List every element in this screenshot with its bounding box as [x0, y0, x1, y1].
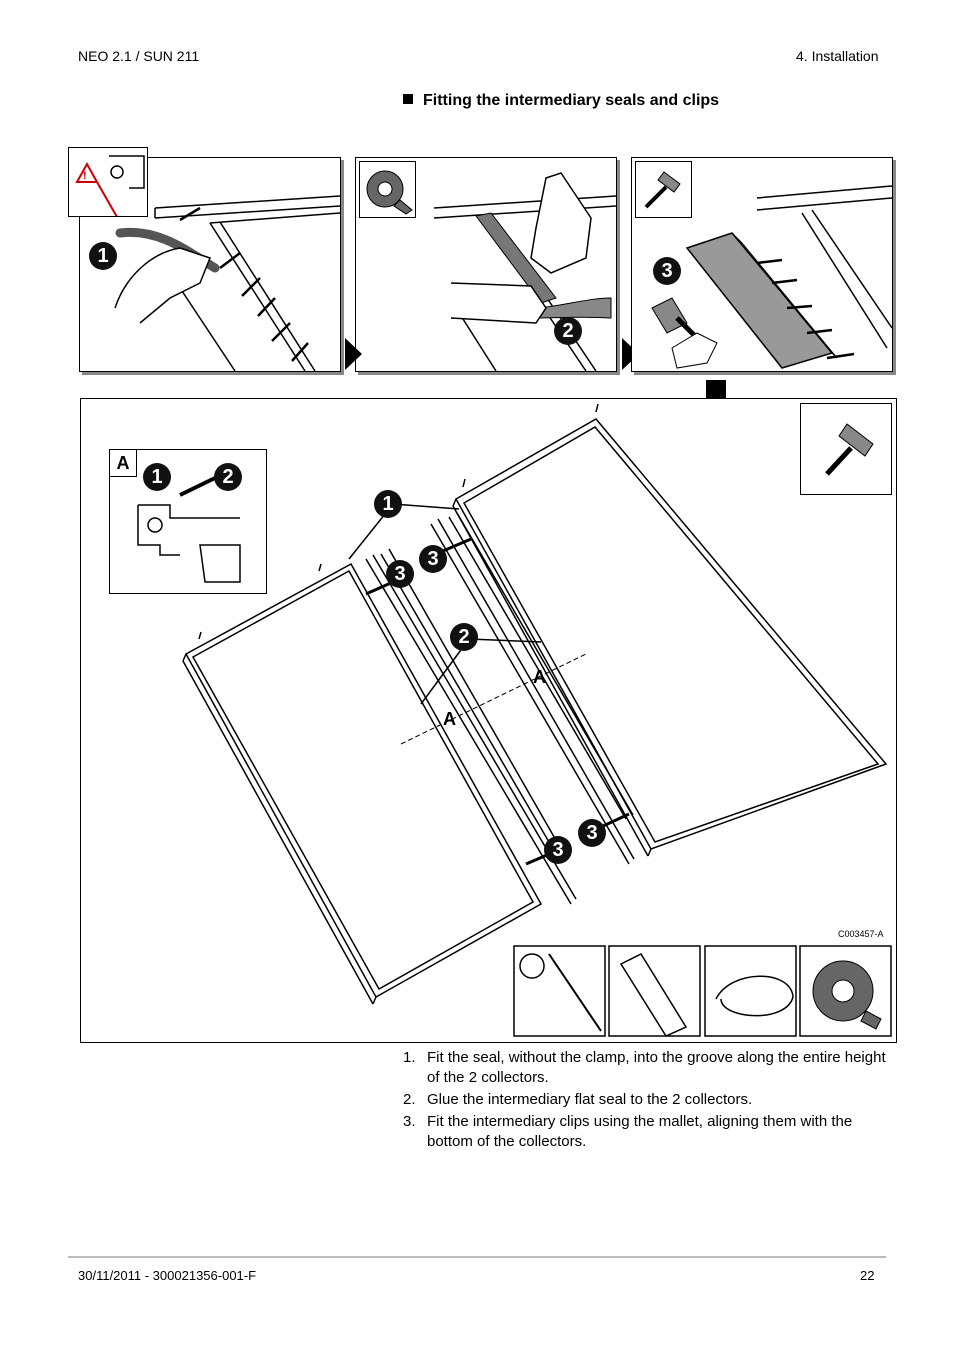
- list-item: 2.Glue the intermediary flat seal to the…: [403, 1091, 753, 1108]
- figure-code: C003457-A: [838, 929, 884, 939]
- clip-strip-icon: [548, 953, 602, 1032]
- warning-detail-drawing: !: [75, 155, 145, 216]
- main-figure-panel: A 1 2 1 3 3 2 A A 3 3 C003457-A: [80, 398, 897, 1043]
- callout-2: 2: [214, 463, 242, 491]
- section-title-text: Fitting the intermediary seals and clips: [423, 92, 720, 109]
- list-item: 1.Fit the seal, without the clamp, into …: [403, 1049, 886, 1086]
- detail-a-label: A: [110, 450, 137, 477]
- flat-seal-icon: [619, 953, 688, 1037]
- mallet-inset: [635, 161, 692, 218]
- section-a-label: A: [533, 667, 546, 687]
- footer-divider: [68, 1256, 886, 1258]
- page-number: 22: [860, 1268, 875, 1283]
- step1-illustration: [114, 195, 340, 371]
- instruction-steps: 1.Fit the seal, without the clamp, into …: [403, 1048, 893, 1154]
- section-title: Fitting the intermediary seals and clips: [403, 92, 719, 110]
- callout-1: 1: [143, 463, 171, 491]
- clock-icon: [519, 953, 545, 979]
- callout-1: 1: [374, 490, 402, 518]
- seal-coil-icon: [715, 975, 794, 1017]
- collectors-exploded-view: [182, 403, 892, 1037]
- callout-3: 3: [544, 836, 572, 864]
- section-a-label: A: [443, 709, 456, 729]
- step2-illustration: [433, 172, 616, 371]
- callout-1: 1: [89, 242, 117, 270]
- tape-roll-inset: [359, 161, 416, 218]
- mallet-icon: [825, 423, 874, 476]
- list-item: 3.Fit the intermediary clips using the m…: [403, 1113, 853, 1150]
- mallet-icon: [644, 171, 681, 209]
- callout-2: 2: [554, 317, 582, 345]
- step3-illustration-panel: 3: [631, 157, 893, 372]
- step3-illustration: [651, 185, 892, 369]
- detail-a-inset: A 1 2: [109, 449, 267, 594]
- svg-text:!: !: [83, 170, 87, 182]
- header-document-title: NEO 2.1 / SUN 211: [78, 48, 200, 64]
- callout-2: 2: [450, 623, 478, 651]
- tape-roll-icon: [366, 170, 413, 215]
- mallet-tool-box: [800, 403, 892, 495]
- step2-illustration-panel: 2: [355, 157, 617, 372]
- header-chapter: 4. Installation: [796, 48, 879, 64]
- detail-a-section-drawing: [137, 476, 241, 583]
- step1-illustration-panel: 1: [79, 157, 341, 372]
- callout-3: 3: [653, 257, 681, 285]
- warning-triangle-icon: [75, 161, 99, 183]
- callout-3: 3: [419, 545, 447, 573]
- callout-3: 3: [386, 560, 414, 588]
- footer-date-ref: 30/11/2011 - 300021356-001-F: [78, 1268, 257, 1283]
- bullet-square-icon: [403, 94, 413, 104]
- callout-3: 3: [578, 819, 606, 847]
- warning-detail-inset: !: [68, 147, 148, 217]
